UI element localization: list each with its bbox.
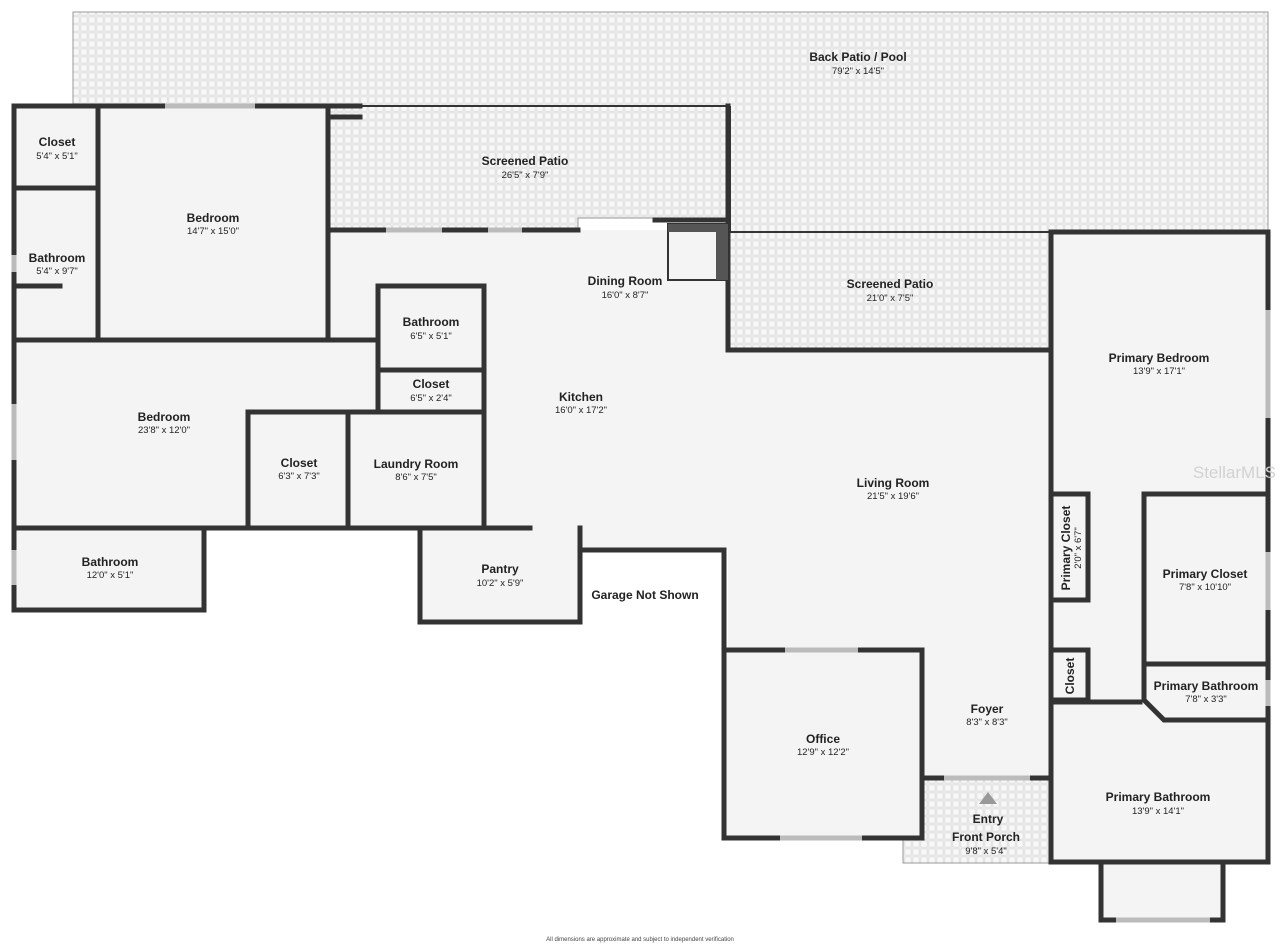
front-porch-name: Front Porch xyxy=(952,830,1020,844)
bedroom-w-name: Bedroom xyxy=(138,410,191,424)
kitchen-name: Kitchen xyxy=(559,390,603,404)
closet-w-dim: 6'3" x 7'3" xyxy=(278,471,320,482)
office-dim: 12'9" x 12'2" xyxy=(797,747,849,758)
primary-closet-small-dim: 2'0" x 6'7" xyxy=(1073,527,1084,569)
screened-patio-2-dim: 21'0" x 7'5" xyxy=(867,293,914,304)
closet-e-name: Closet xyxy=(1063,658,1077,695)
living-room-dim: 21'5" x 19'6" xyxy=(867,491,919,502)
entry-arrow-icon xyxy=(979,792,997,804)
primary-closet-small-name: Primary Closet xyxy=(1059,506,1073,591)
back-patio-dim: 79'2" x 14'5" xyxy=(832,66,884,77)
entry-name: Entry xyxy=(973,812,1004,826)
primary-bedroom-dim: 13'9" x 17'1" xyxy=(1133,366,1185,377)
walls xyxy=(11,103,1271,923)
primary-bedroom-name: Primary Bedroom xyxy=(1109,351,1210,365)
outdoor-areas xyxy=(72,11,1269,864)
watermark: StellarMLS xyxy=(1193,463,1276,482)
office-name: Office xyxy=(806,732,840,746)
bathroom-sw-dim: 12'0" x 5'1" xyxy=(87,570,134,581)
bedroom-w-dim: 23'8" x 12'0" xyxy=(138,425,190,436)
closet-w-name: Closet xyxy=(281,456,318,470)
screened-patio-1-dim: 26'5" x 7'9" xyxy=(502,170,549,181)
bathroom-mid-dim: 6'5" x 5'1" xyxy=(410,331,452,342)
footer-disclaimer: All dimensions are approximate and subje… xyxy=(546,937,734,943)
primary-bathroom-small-dim: 7'8" x 3'3" xyxy=(1185,694,1227,705)
living-room-name: Living Room xyxy=(857,476,930,490)
bedroom-nw-dim: 14'7" x 15'0" xyxy=(187,226,239,237)
primary-bathroom-small-name: Primary Bathroom xyxy=(1154,679,1259,693)
bathroom-mid-name: Bathroom xyxy=(403,315,460,329)
primary-bathroom-name: Primary Bathroom xyxy=(1106,790,1211,804)
closet-nw-name: Closet xyxy=(39,135,76,149)
pantry-name: Pantry xyxy=(481,562,519,576)
back-patio-name: Back Patio / Pool xyxy=(809,50,906,64)
closet-mid-dim: 6'5" x 2'4" xyxy=(410,393,452,404)
primary-closet-dim: 7'8" x 10'10" xyxy=(1179,582,1231,593)
dining-room-name: Dining Room xyxy=(588,274,663,288)
garage-note: Garage Not Shown xyxy=(591,588,698,602)
foyer-dim: 8'3" x 8'3" xyxy=(966,717,1008,728)
screened-patio-1-name: Screened Patio xyxy=(482,154,569,168)
closet-nw-dim: 5'4" x 5'1" xyxy=(36,151,78,162)
dining-room-dim: 16'0" x 8'7" xyxy=(602,290,649,301)
pantry-dim: 10'2" x 5'9" xyxy=(477,578,524,589)
kitchen-dim: 16'0" x 17'2" xyxy=(555,405,607,416)
front-porch-dim: 9'8" x 5'4" xyxy=(965,846,1007,857)
foyer-name: Foyer xyxy=(971,702,1004,716)
laundry-dim: 8'6" x 7'5" xyxy=(395,472,437,483)
room-labels: Back Patio / Pool 79'2" x 14'5" Closet 5… xyxy=(29,50,1259,857)
primary-bathroom-dim: 13'9" x 14'1" xyxy=(1132,806,1184,817)
closet-mid-name: Closet xyxy=(413,377,450,391)
bedroom-nw-name: Bedroom xyxy=(187,211,240,225)
windows xyxy=(11,103,1271,923)
bathroom-sw-name: Bathroom xyxy=(82,555,139,569)
laundry-name: Laundry Room xyxy=(374,457,459,471)
bathroom-nw-name: Bathroom xyxy=(29,251,86,265)
bathroom-nw-dim: 5'4" x 9'7" xyxy=(36,266,78,277)
interior-floor xyxy=(14,106,1268,920)
screened-patio-2-name: Screened Patio xyxy=(847,277,934,291)
primary-closet-name: Primary Closet xyxy=(1163,567,1248,581)
